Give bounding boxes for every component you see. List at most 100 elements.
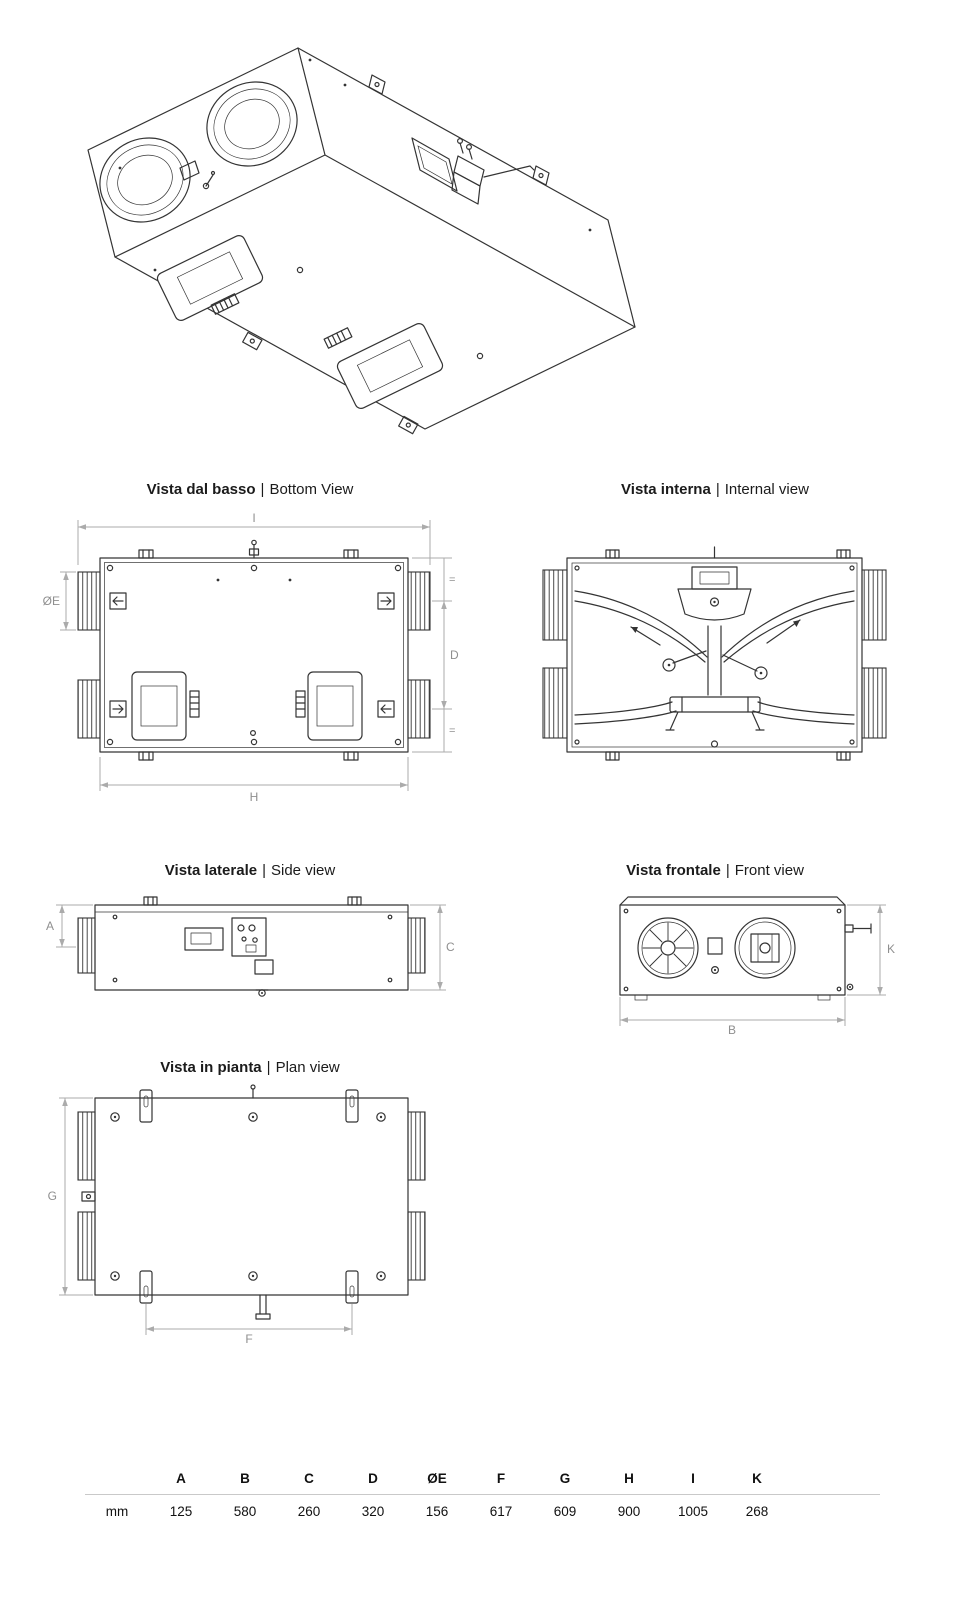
view-title-side: Vista laterale|Side view (40, 862, 460, 879)
col-header: B (240, 1470, 250, 1486)
dim-label-F: F (245, 1332, 252, 1346)
duct-spigots (77, 1111, 426, 1281)
view-title-bottom-it: Vista dal basso (146, 481, 256, 498)
dim-label-C: C (446, 940, 455, 954)
dim-label-K: K (887, 942, 895, 956)
filter-label-tag (295, 690, 306, 718)
edge-fitting (81, 1084, 256, 1202)
filter-label-tag (323, 327, 353, 349)
control-panel (184, 917, 274, 975)
support-arms (662, 650, 768, 680)
col-value: 609 (553, 1503, 577, 1519)
col-value: 900 (617, 1503, 641, 1519)
drain-fitting (255, 989, 269, 997)
col-value: 156 (425, 1503, 449, 1519)
view-title-plan: Vista in pianta|Plan view (40, 1059, 460, 1076)
table-divider (85, 1494, 880, 1495)
screws (623, 908, 842, 992)
view-title-front-en: Front view (734, 862, 804, 879)
dimension-G: G (48, 1097, 93, 1296)
duct-port-right (206, 81, 298, 167)
screws (106, 564, 402, 746)
airflow-arrow-badges (109, 592, 395, 718)
duct-spigots (77, 571, 431, 739)
view-title-internal-en: Internal view (724, 481, 809, 498)
title-separator: | (715, 481, 720, 498)
unit-body (566, 557, 863, 753)
bottom-view-drawing: I ØE = = D H (43, 511, 459, 804)
dim-label-D: D (450, 648, 459, 662)
col-value: 268 (745, 1503, 769, 1519)
view-title-side-it: Vista laterale (164, 862, 258, 879)
duct-port-left (99, 137, 191, 223)
dimension-K: K (847, 904, 895, 996)
duct-spigots (542, 569, 887, 739)
fan-inlet-motor (734, 917, 796, 979)
col-header: K (752, 1470, 762, 1486)
front-view-drawing: K B (619, 896, 895, 1037)
filter-access-panel (295, 671, 363, 741)
side-view-drawing: A C (46, 896, 455, 997)
unit-body (619, 896, 846, 1001)
table-value-row: mm 125 580 260 320 156 617 609 900 1005 … (85, 1495, 880, 1527)
mounting-bracket (398, 415, 419, 435)
col-header: C (304, 1470, 314, 1486)
col-header: A (176, 1470, 186, 1486)
screws (118, 58, 592, 360)
mounting-brackets (605, 549, 851, 761)
filter-access-panel (156, 235, 264, 321)
col-value: 617 (489, 1503, 513, 1519)
mounting-bracket (368, 74, 550, 186)
unit-body (94, 904, 409, 991)
col-value: 580 (233, 1503, 257, 1519)
mounting-brackets (143, 896, 362, 906)
col-header: I (691, 1470, 695, 1486)
top-fitting (248, 539, 260, 559)
air-channel-curves (574, 590, 855, 725)
dim-label-B: B (728, 1023, 736, 1037)
title-separator: | (262, 862, 266, 879)
filter-label-tag (189, 690, 200, 718)
small-fittings (179, 160, 216, 190)
screws (110, 1112, 386, 1281)
dimensions-table: A B C D ØE F G H I K mm 125 580 260 320 … (85, 1462, 880, 1527)
drain-pipe (255, 1294, 271, 1320)
view-title-bottom-en: Bottom View (269, 481, 354, 498)
control-box (451, 137, 535, 205)
isometric-view-drawing (87, 47, 636, 435)
dimension-OE: ØE (43, 571, 76, 631)
col-header: D (368, 1470, 378, 1486)
col-header: H (624, 1470, 634, 1486)
dim-label-H: H (250, 790, 259, 804)
view-title-front-it: Vista frontale (626, 862, 721, 879)
unit-label: mm (105, 1503, 129, 1519)
dim-label-I: I (252, 511, 255, 525)
dimension-B: B (619, 997, 846, 1037)
col-header: ØE (427, 1470, 447, 1486)
title-separator: | (725, 862, 730, 879)
fan-motor-assembly (677, 546, 752, 696)
view-title-internal: Vista interna|Internal view (520, 481, 910, 498)
view-title-bottom: Vista dal basso|Bottom View (40, 481, 460, 498)
title-separator: | (260, 481, 265, 498)
screws (574, 565, 855, 745)
dim-label-A: A (46, 919, 54, 933)
dimension-F: F (145, 1304, 353, 1346)
filter-access-panel (336, 323, 444, 409)
title-separator: | (266, 1059, 271, 1076)
screws (112, 914, 393, 983)
equal-mark: = (449, 574, 455, 586)
dim-label-G: G (48, 1189, 57, 1203)
sensor-pointers (630, 619, 801, 646)
view-title-front: Vista frontale|Front view (520, 862, 910, 879)
filter-label-tag (210, 293, 240, 315)
col-value: 260 (297, 1503, 321, 1519)
unit-body (94, 1097, 409, 1296)
col-header: F (496, 1470, 506, 1486)
mounting-brackets (138, 549, 359, 761)
col-value: 125 (169, 1503, 193, 1519)
internal-view-drawing (542, 546, 887, 761)
col-value: 320 (361, 1503, 385, 1519)
side-probe (844, 923, 872, 991)
